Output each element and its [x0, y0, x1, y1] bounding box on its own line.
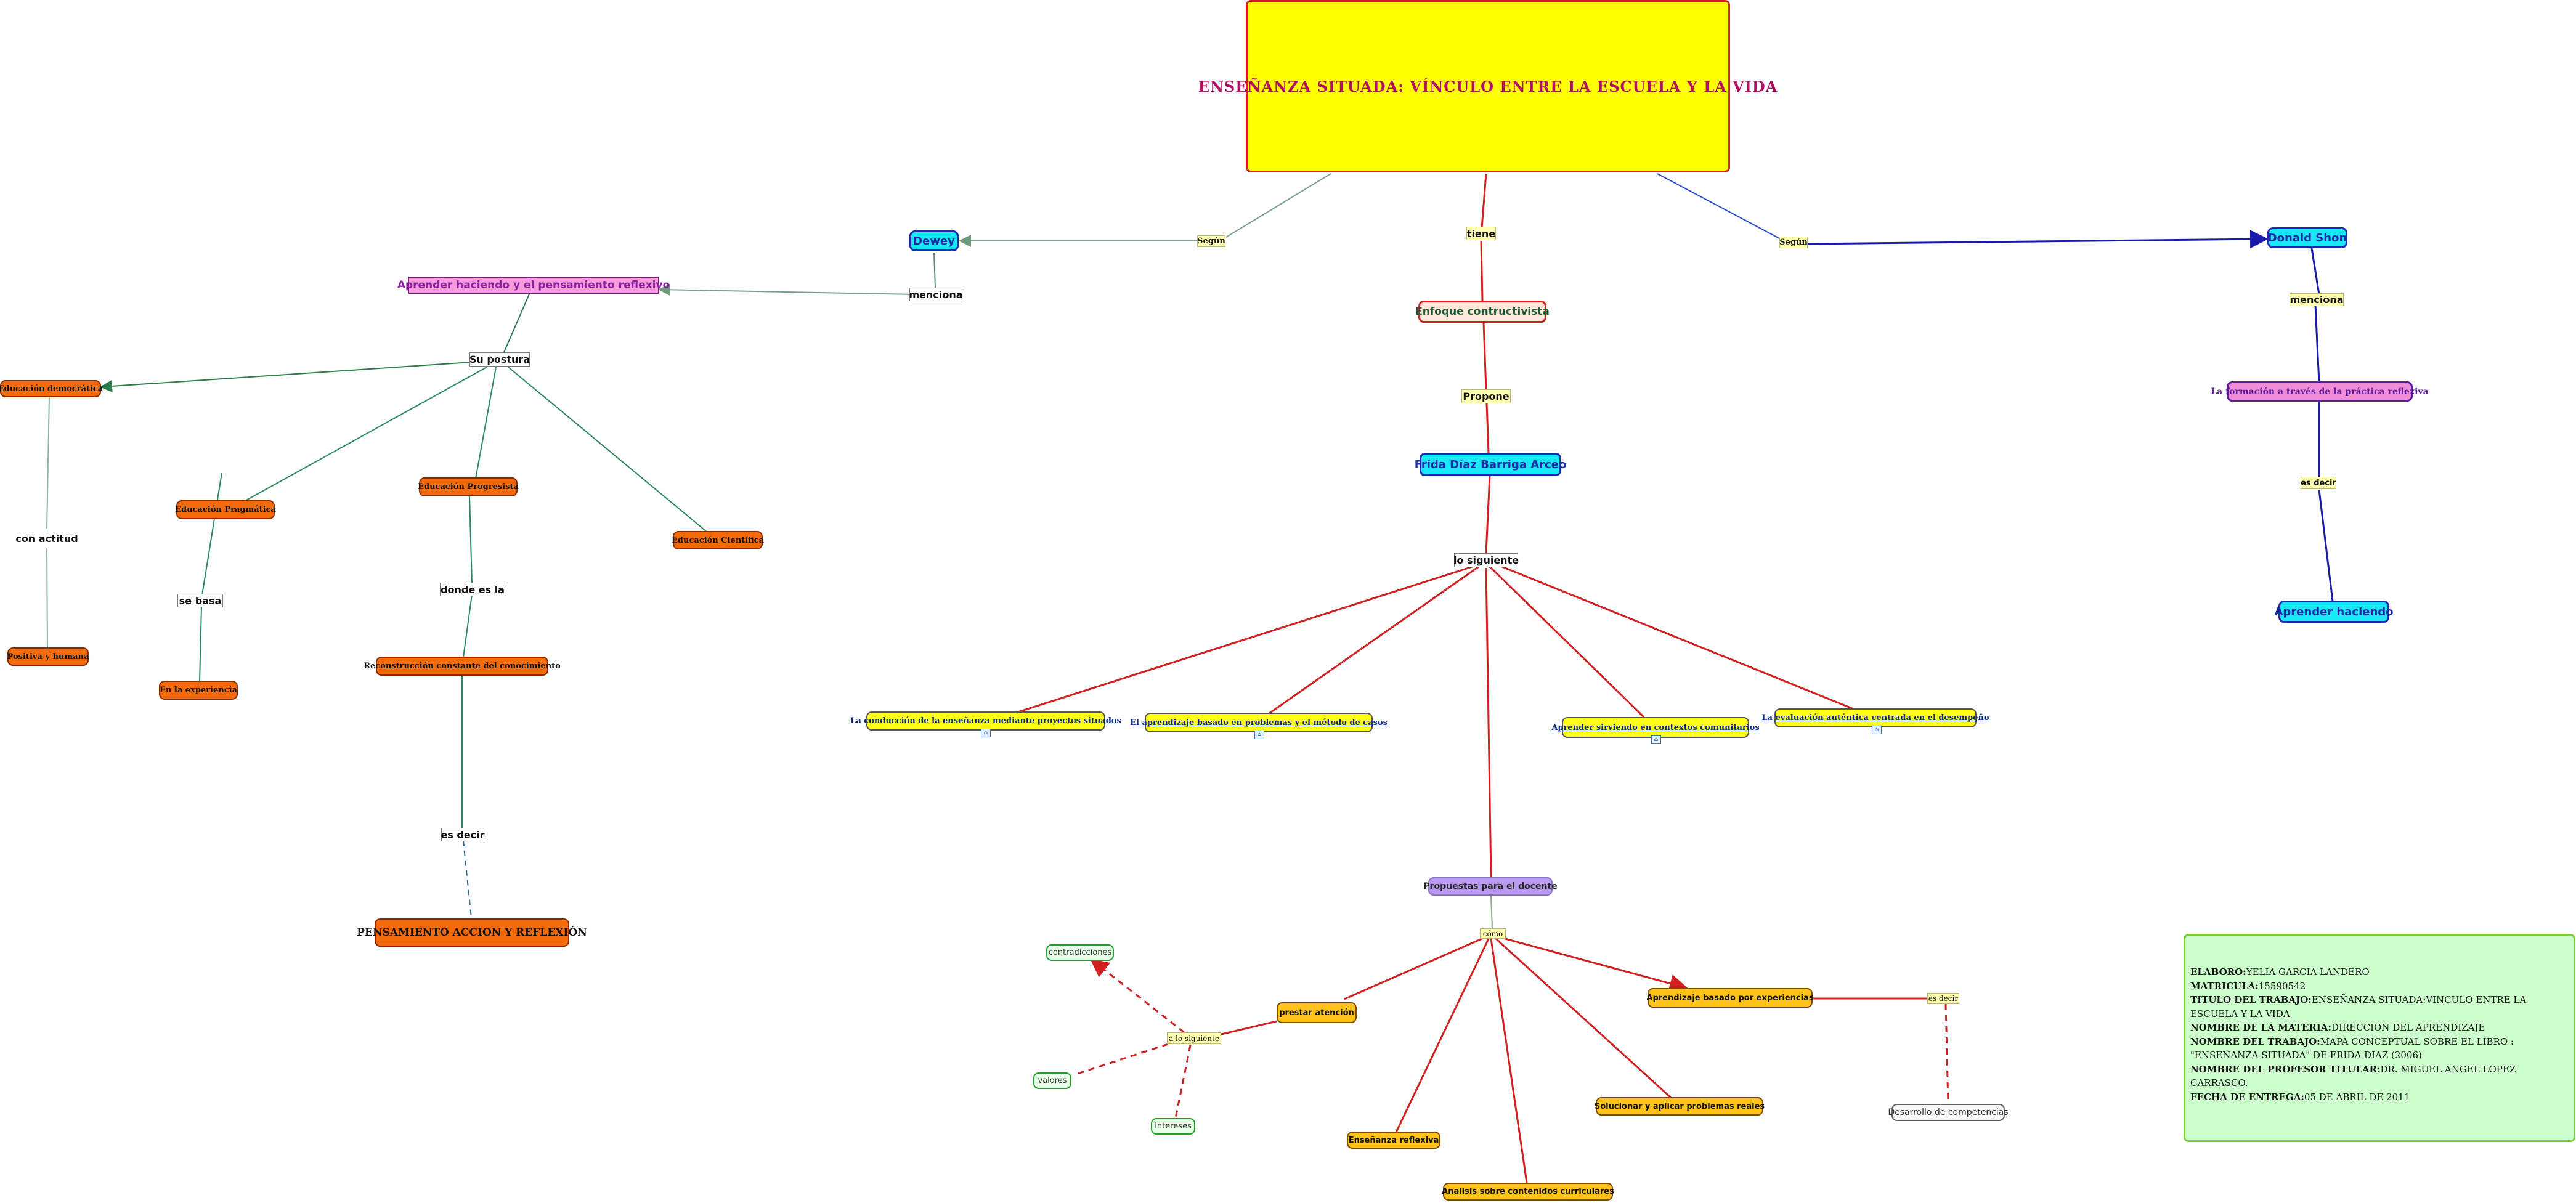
node-evaluacion-autentica[interactable]: La evaluación auténtica centrada en el d…: [1761, 708, 1989, 727]
node-proyectos-situados[interactable]: La conducción de la enseñanza mediante p…: [850, 711, 1121, 731]
credits-row: MATRICULA:15590542: [2190, 980, 2306, 992]
credits-row: FECHA DE ENTREGA:05 DE ABRIL DE 2011: [2190, 1091, 2410, 1103]
connector-como[interactable]: cómo: [1480, 928, 1506, 939]
node-en-experiencia[interactable]: En la experiencia: [159, 681, 238, 700]
node-intereses[interactable]: intereses: [1151, 1118, 1195, 1135]
node-educacion-pragmatica[interactable]: Educación Pragmática: [175, 500, 276, 519]
credits-row: NOMBRE DE LA MATERIA:DIRECCION DEL APREN…: [2190, 1022, 2485, 1033]
node-aprender-pensamiento[interactable]: Aprender haciendo y el pensamiento refle…: [397, 277, 670, 294]
node-solucionar-problemas[interactable]: Solucionar y aplicar problemas reales: [1595, 1097, 1765, 1116]
credits-row: NOMBRE DEL TRABAJO:MAPA CONCEPTUAL SOBRE…: [2190, 1035, 2514, 1047]
node-valores[interactable]: valores: [1033, 1072, 1071, 1089]
credits-row: TITULO DEL TRABAJO:ENSEÑANZA SITUADA:VIN…: [2190, 994, 2527, 1019]
node-analisis-contenidos[interactable]: Analisis sobre contenidos curriculares: [1442, 1183, 1614, 1201]
connector-se-basa[interactable]: se basa: [177, 594, 223, 607]
node-desarrollo-competencias[interactable]: Desarrollo de competencias: [1888, 1104, 2009, 1121]
connector-lo-siguiente[interactable]: lo siguiente: [1453, 553, 1519, 567]
connector-es-decir-shon[interactable]: es decir: [2301, 477, 2336, 489]
map-title[interactable]: ENSEÑANZA SITUADA: VÍNCULO ENTRE LA ESCU…: [1198, 0, 1777, 172]
connector-tiene[interactable]: tiene: [1466, 227, 1496, 240]
connector-segun-left[interactable]: Según: [1197, 235, 1225, 247]
credits-row: ELABORO:YELIA GARCIA LANDERO: [2190, 966, 2370, 978]
node-positiva-humana[interactable]: Positiva y humana: [7, 647, 89, 666]
credits-row: "ENSEÑANZA SITUADA" DE FRIDA DIAZ (2006): [2190, 1050, 2422, 1061]
node-propuestas-docente[interactable]: Propuestas para el docente: [1423, 877, 1558, 896]
node-enfoque-constructivista[interactable]: Enfoque contructivista: [1415, 301, 1550, 323]
paperclip-icon[interactable]: ⌂: [1651, 735, 1661, 744]
node-aprender-haciendo[interactable]: Aprender haciendo: [2274, 601, 2394, 623]
paperclip-icon[interactable]: ⌂: [1872, 726, 1882, 734]
connector-es-decir-right[interactable]: es decir: [1927, 993, 1959, 1004]
credits-row: NOMBRE DEL PROFESOR TITULAR:DR. MIGUEL A…: [2190, 1063, 2516, 1089]
node-dewey[interactable]: Dewey: [909, 230, 959, 251]
node-aprender-sirviendo[interactable]: Aprender sirviendo en contextos comunita…: [1551, 717, 1760, 738]
connector-con-actitud[interactable]: con actitud: [15, 532, 78, 545]
paperclip-icon[interactable]: ⌂: [981, 729, 991, 737]
node-educacion-cientifica[interactable]: Educación Científica: [672, 531, 764, 549]
node-prestar-atencion[interactable]: prestar atención: [1277, 1002, 1357, 1023]
node-ensenanza-reflexiva[interactable]: Enseñanza reflexiva: [1347, 1132, 1440, 1149]
node-pensamiento[interactable]: PENSAMIENTO ACCION Y REFLEXIÓN: [357, 918, 587, 947]
credits-box: ELABORO:YELIA GARCIA LANDERO MATRICULA:1…: [2184, 934, 2575, 1142]
node-aprendizaje-experiencias[interactable]: Aprendizaje basado por experiencias: [1646, 988, 1814, 1008]
connector-a-lo-siguiente[interactable]: a lo siguiente: [1167, 1032, 1221, 1044]
connector-segun-right[interactable]: Según: [1779, 237, 1808, 248]
node-formacion-practica[interactable]: La formación a través de la práctica ref…: [2211, 381, 2429, 402]
connector-su-postura[interactable]: Su postura: [469, 352, 530, 367]
paperclip-icon[interactable]: ⌂: [1254, 731, 1264, 739]
connector-menciona-left[interactable]: menciona: [909, 288, 963, 301]
node-frida[interactable]: Frida Díaz Barriga Arceo: [1415, 453, 1566, 476]
node-educacion-progresista[interactable]: Educación Progresista: [418, 477, 519, 496]
node-contradicciones[interactable]: contradicciones: [1046, 944, 1114, 961]
node-reconstruccion[interactable]: Reconstrucción constante del conocimient…: [364, 657, 561, 676]
connector-menciona-right[interactable]: menciona: [2290, 293, 2344, 306]
connector-es-decir-left[interactable]: es decir: [441, 828, 485, 841]
node-donald-shon[interactable]: Donald Shon: [2267, 227, 2347, 248]
connector-propone[interactable]: Propone: [1461, 389, 1511, 403]
node-educacion-democratica[interactable]: Educación democrática: [0, 380, 103, 397]
connector-donde-es-la[interactable]: donde es la: [440, 583, 505, 596]
node-problemas-casos[interactable]: El aprendizaje basado en problemas y el …: [1130, 713, 1388, 732]
